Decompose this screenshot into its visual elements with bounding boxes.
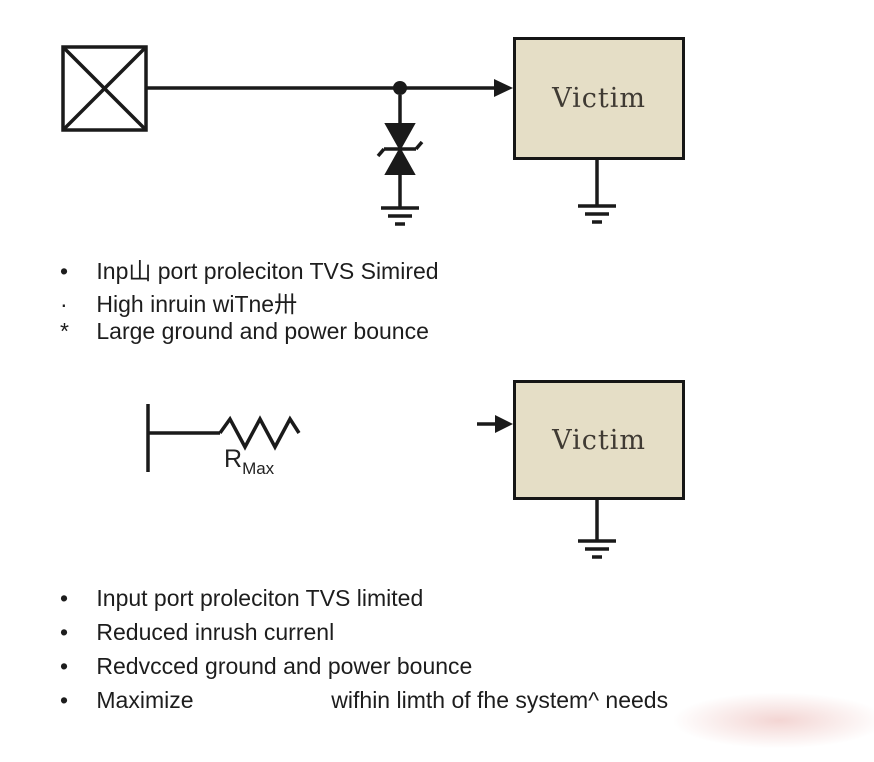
signal-source-box-icon [61,45,148,132]
bullet-text: Inp山 port proleciton TVS Simired [96,258,439,284]
victim-label-bottom: Victim [552,424,646,456]
bullet-text: Large ground and power bounce [96,318,429,344]
bullet-text: Redvcced ground and power bounce [96,653,473,679]
resistor-label-r: R [224,445,243,473]
bullet-bottom-3: • Redvcced ground and power bounce [60,653,472,680]
junction-dot [393,81,407,95]
resistor-icon [146,404,301,472]
input-arrow [477,415,513,433]
bullet-text: Input port proleciton TVS limited [96,585,424,611]
bullet-top-2: · High inruin wiTne卅 [60,285,297,319]
victim-box-bottom: Victim [513,380,685,500]
bullet-bottom-2: • Reduced inrush currenl [60,619,334,646]
victim-label-top: Victim [552,83,646,114]
resistor-label-sub: Max [242,459,275,478]
bullet-top-3: * Large ground and power bounce [60,318,429,345]
bullet-text: High inruin wiTne卅 [96,291,298,317]
bullet-glyph: · [60,291,68,317]
tvs-diode-icon [376,95,424,208]
ground-symbol-tvs [381,206,419,226]
bullet-bottom-1: • Input port proleciton TVS limited [60,585,423,612]
resistor-label: RMax [224,445,274,478]
bullet-glyph: * [60,318,69,344]
bullet-top-1: • Inp山 port proleciton TVS Simired [60,252,439,286]
ground-symbol-victim-top [578,160,616,224]
victim-box-top: Victim [513,37,685,160]
bullet-glyph: • [60,585,69,611]
bullet-text: Maximize [96,687,194,713]
bullet-glyph: • [60,258,69,284]
bullet-glyph: • [60,653,69,679]
bullet-text-after-gap: wifhin limth of fhe system^ needs [331,687,669,713]
bullet-glyph: • [60,687,69,713]
bullet-text: Reduced inrush currenl [96,619,335,645]
bullet-bottom-4: • Maximize wifhin limth of fhe system^ n… [60,687,668,714]
arrowhead-icon [494,79,513,97]
ground-symbol-victim-bottom [578,497,616,559]
bullet-glyph: • [60,619,69,645]
